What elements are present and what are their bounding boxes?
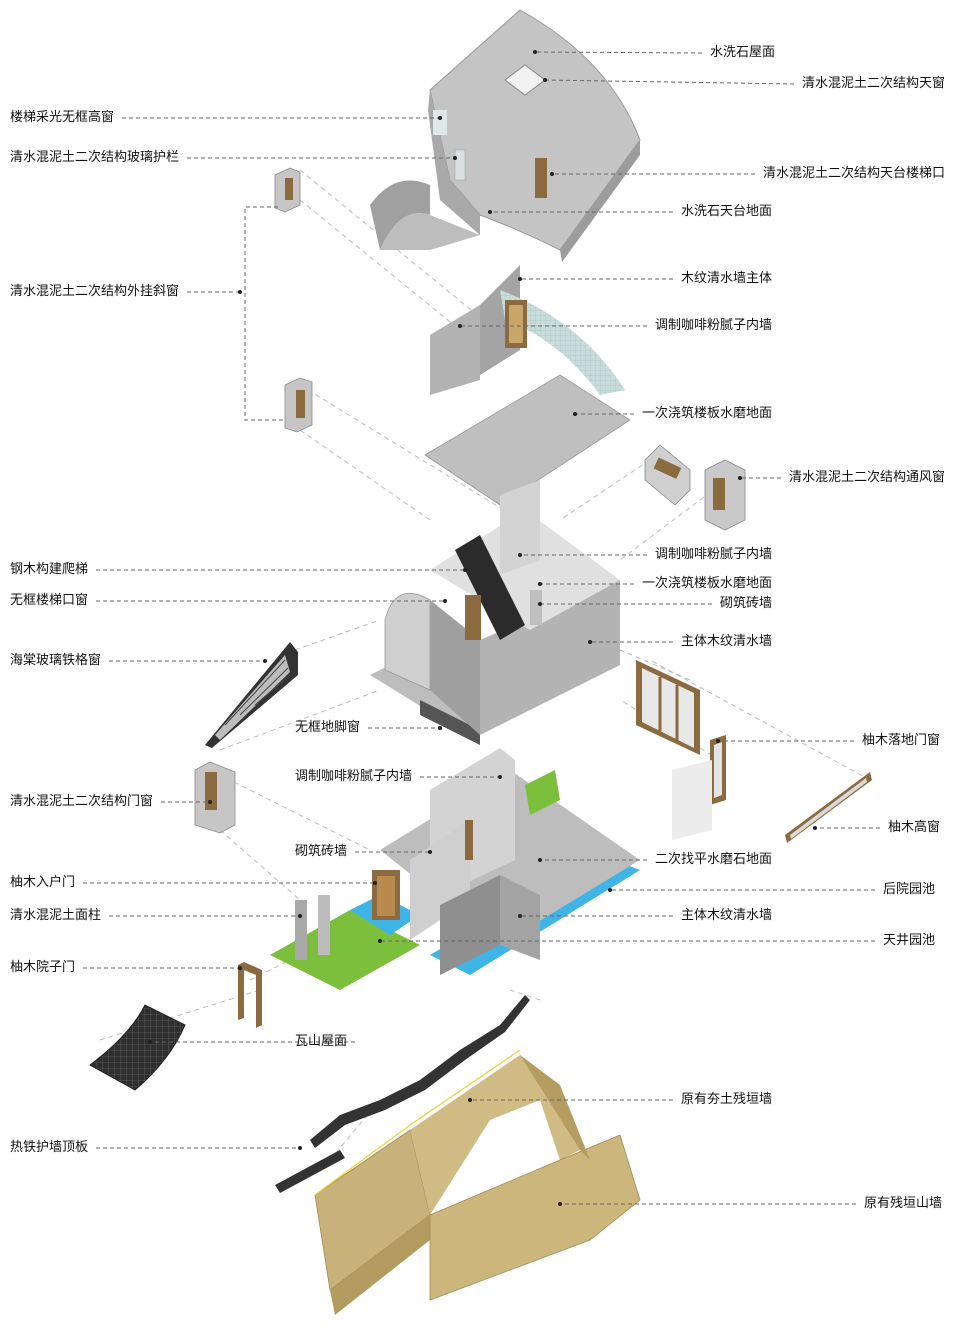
label-6: 清水混泥土二次结构外挂斜窗: [10, 284, 180, 299]
label-31: 瓦山屋面: [295, 1034, 348, 1049]
leader-dot-9: [573, 412, 577, 416]
leader-dot-12: [518, 553, 522, 557]
label-28: 主体木纹清水墙: [680, 908, 772, 923]
ground-floor-module: [270, 748, 640, 990]
label-21: 清水混泥土二次结构门窗: [10, 794, 154, 809]
leader-dot-27: [298, 914, 302, 918]
leader-dot-15: [538, 602, 542, 606]
leader-dot-2: [438, 116, 442, 120]
leader-dot-24: [538, 858, 542, 862]
leader-dot-0: [533, 50, 537, 54]
label-3: 清水混泥土二次结构玻璃护栏: [10, 150, 180, 165]
leader-dot-29: [378, 939, 382, 943]
label-5: 水洗石天台地面: [680, 204, 772, 219]
leader-dot-11: [463, 568, 467, 572]
leader-dot-3: [453, 156, 457, 160]
leader-dot-13: [538, 582, 542, 586]
leader-dot-33: [298, 1146, 302, 1150]
label-33: 热铁护墙顶板: [10, 1140, 89, 1155]
leader-dot-34: [558, 1202, 562, 1206]
label-32: 原有夯土残垣墙: [680, 1092, 772, 1107]
leader-dot-1: [543, 78, 547, 82]
outer-slanted-windows: [274, 167, 313, 433]
iron-coping-plates: [275, 995, 530, 1193]
label-22: 柚木高窗: [887, 820, 940, 835]
leader-dot-25: [373, 881, 377, 885]
label-10: 清水混泥土二次结构通风窗: [788, 470, 945, 485]
leader-dot-28: [518, 914, 522, 918]
leader-dot-7: [518, 277, 522, 281]
label-27: 清水混泥土面柱: [10, 908, 102, 923]
leader-dot-16: [588, 640, 592, 644]
label-9: 一次浇筑楼板水磨地面: [641, 406, 772, 421]
label-12: 调制咖啡粉腻子内墙: [654, 547, 772, 562]
leader-dot-18: [716, 739, 720, 743]
leader-dot-32: [468, 1098, 472, 1102]
ventilation-windows: [644, 444, 746, 531]
label-16: 主体木纹清水墙: [680, 634, 772, 649]
leader-dot-26: [608, 888, 612, 892]
leader-dot-5: [488, 210, 492, 214]
teak-door-windows: [636, 660, 726, 840]
rammed-earth-walls: [314, 1049, 641, 1315]
teak-courtyard-door: [238, 962, 262, 1028]
label-14: 无框楼梯口窗: [10, 593, 89, 608]
leader-dot-17: [263, 659, 267, 663]
label-7: 木纹清水墙主体: [680, 271, 772, 286]
second-floor-module: [370, 480, 620, 745]
label-23: 砌筑砖墙: [295, 844, 348, 859]
label-8: 调制咖啡粉腻子内墙: [654, 318, 772, 333]
label-20: 调制咖啡粉腻子内墙: [295, 769, 413, 784]
roof-module: [370, 9, 641, 262]
leader-dot-22: [813, 826, 817, 830]
label-4: 清水混泥土二次结构天台楼梯口: [762, 166, 945, 181]
leader-dot-10: [738, 476, 742, 480]
leader-lines: [83, 50, 880, 1206]
window-bracket: [244, 206, 285, 421]
label-24: 二次找平水磨石地面: [654, 852, 772, 867]
label-29: 天井园池: [882, 933, 935, 948]
haitang-glass-iron-window: [205, 642, 298, 748]
label-34: 原有残垣山墙: [863, 1196, 942, 1211]
concrete-door-window: [194, 761, 236, 834]
label-13: 一次浇筑楼板水磨地面: [641, 576, 772, 591]
leader-dot-23: [428, 850, 432, 854]
label-19: 无框地脚窗: [295, 720, 361, 735]
label-30: 柚木院子门: [10, 960, 76, 975]
label-11: 钢木构建爬梯: [10, 562, 89, 577]
teak-high-window: [785, 772, 872, 843]
third-floor-module: [424, 265, 631, 506]
label-25: 柚木入户门: [10, 875, 76, 890]
label-1: 清水混泥土二次结构天窗: [801, 76, 945, 91]
leader-dot-6: [238, 290, 242, 294]
label-17: 海棠玻璃铁格窗: [10, 653, 102, 668]
label-26: 后院园池: [882, 882, 935, 897]
leader-dot-19: [438, 726, 442, 730]
leader-dot-8: [458, 324, 462, 328]
leader-dot-31: [148, 1040, 152, 1044]
leader-dot-21: [208, 800, 212, 804]
label-18: 柚木落地门窗: [861, 733, 940, 748]
leader-dot-4: [550, 172, 554, 176]
label-15: 砌筑砖墙: [719, 596, 772, 611]
leader-dot-30: [238, 966, 242, 970]
leader-dot-20: [498, 775, 502, 779]
label-2: 楼梯采光无框高窗: [10, 110, 115, 125]
tile-roof: [89, 1004, 186, 1091]
label-0: 水洗石屋面: [709, 45, 775, 60]
leader-dot-14: [443, 599, 447, 603]
